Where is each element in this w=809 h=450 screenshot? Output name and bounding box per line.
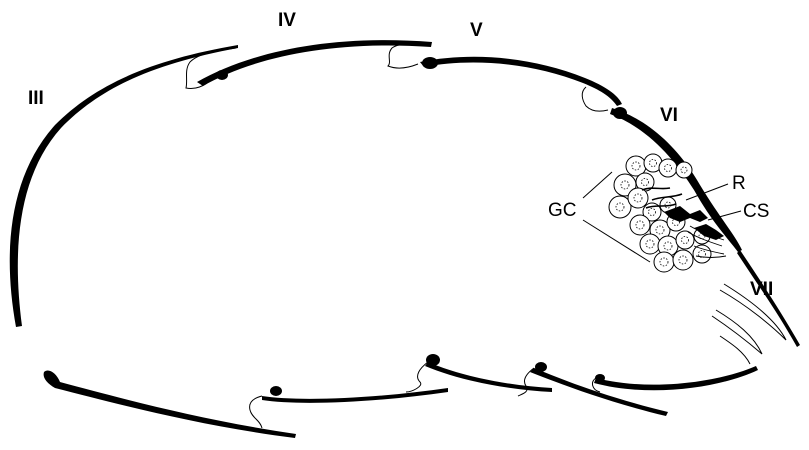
gland-nucleus <box>678 255 688 265</box>
gland-nucleus <box>649 159 657 167</box>
sternite-iv <box>262 388 448 403</box>
sac-fold <box>693 245 725 255</box>
structure-label-gc: GC <box>548 200 577 221</box>
gland-nucleus <box>633 193 643 203</box>
ventral-knob-vii <box>595 374 605 382</box>
segment-label-vii: VII <box>750 279 773 300</box>
cuticular-sac-folds <box>687 225 727 258</box>
posterior-flap-2 <box>711 309 763 355</box>
ventral-joint-knobs <box>270 354 605 396</box>
gland-nucleus <box>664 164 672 172</box>
joint-knob-v <box>422 57 438 69</box>
gland-nucleus <box>620 180 630 190</box>
ventral-membrane-iii-iv <box>249 395 263 429</box>
gland-nucleus <box>645 239 655 249</box>
sternite-vi <box>530 368 668 416</box>
structure-label-r: R <box>732 173 746 194</box>
joint-knob-iv <box>216 70 228 80</box>
posterior-flaps <box>711 283 787 365</box>
ventral-knob-v <box>426 354 440 366</box>
gland-nucleus <box>615 202 625 212</box>
membrane-iii-iv <box>185 47 237 89</box>
leader-line-r <box>685 183 729 201</box>
gland-nucleus <box>655 225 665 235</box>
dorsal-outline <box>9 40 800 347</box>
tergite-v <box>420 56 622 106</box>
gland-cell-cluster <box>608 153 712 273</box>
ventral-membrane-vi-vii <box>592 377 601 393</box>
cuticular-sacs <box>664 206 724 240</box>
gland-nucleus <box>641 178 649 186</box>
segment-label-iv: IV <box>278 10 296 31</box>
gland-nucleus <box>631 161 641 171</box>
structure-label-cs: CS <box>743 201 769 222</box>
ventral-knob-iv <box>270 386 282 396</box>
leader-line-gc-upper <box>582 171 613 199</box>
ventral-membrane-v-vi <box>517 367 535 397</box>
posterior-flap-3 <box>719 335 751 365</box>
sternite-vii <box>594 366 758 391</box>
segment-label-iii: III <box>28 88 44 109</box>
gland-cell <box>692 244 712 264</box>
tergite-iv <box>197 40 432 86</box>
segment-label-vi: VI <box>660 105 678 126</box>
membrane-iv-v <box>387 43 431 69</box>
gland-cell <box>653 251 675 273</box>
reservoir-duct <box>645 203 677 209</box>
leader-line-cs <box>707 210 742 221</box>
gland-cell <box>672 249 694 271</box>
reservoir-duct <box>651 193 683 201</box>
leader-line-gc-lower <box>582 219 651 263</box>
tergite-vi <box>610 108 742 252</box>
ventral-knob-vi <box>535 362 547 372</box>
reservoir-ducts <box>641 187 683 209</box>
gland-cell <box>675 230 695 250</box>
cuticular-sac <box>694 224 724 240</box>
posterior-flap-1 <box>719 283 787 341</box>
gland-cell <box>627 187 649 209</box>
dorsal-membranes <box>185 43 609 112</box>
tergite-iii <box>9 45 239 327</box>
joint-knob-vi <box>613 107 627 119</box>
gland-cell <box>608 195 632 219</box>
gland-nucleus <box>648 208 656 216</box>
cuticular-sac <box>664 206 708 222</box>
gland-nucleus <box>681 236 689 244</box>
membrane-v-vi <box>581 86 609 112</box>
dorsal-joint-knobs <box>216 57 627 119</box>
gland-nucleus <box>659 257 669 267</box>
gland-cell <box>675 161 693 179</box>
gland-nucleus <box>663 241 673 251</box>
sac-fold <box>695 255 727 258</box>
gland-cell <box>639 233 661 255</box>
segment-label-v: V <box>470 20 483 41</box>
ventral-membrane-iv-v <box>405 361 429 393</box>
reservoir-duct <box>641 187 671 191</box>
ventral-outline <box>43 362 758 438</box>
gland-nucleus <box>635 220 645 230</box>
labels: III IV V VI VII GC R CS <box>28 10 773 300</box>
gland-nucleus <box>680 166 688 174</box>
leader-lines <box>582 171 742 263</box>
sac-fold <box>689 225 725 241</box>
gland-nucleus <box>698 250 706 258</box>
sternite-v <box>425 362 552 392</box>
sac-fold <box>687 231 723 247</box>
tergite-vii <box>737 250 800 347</box>
ventral-membranes <box>249 361 601 429</box>
gland-cell <box>629 214 651 236</box>
gland-cell <box>658 158 678 178</box>
sternite-iii <box>43 370 297 438</box>
